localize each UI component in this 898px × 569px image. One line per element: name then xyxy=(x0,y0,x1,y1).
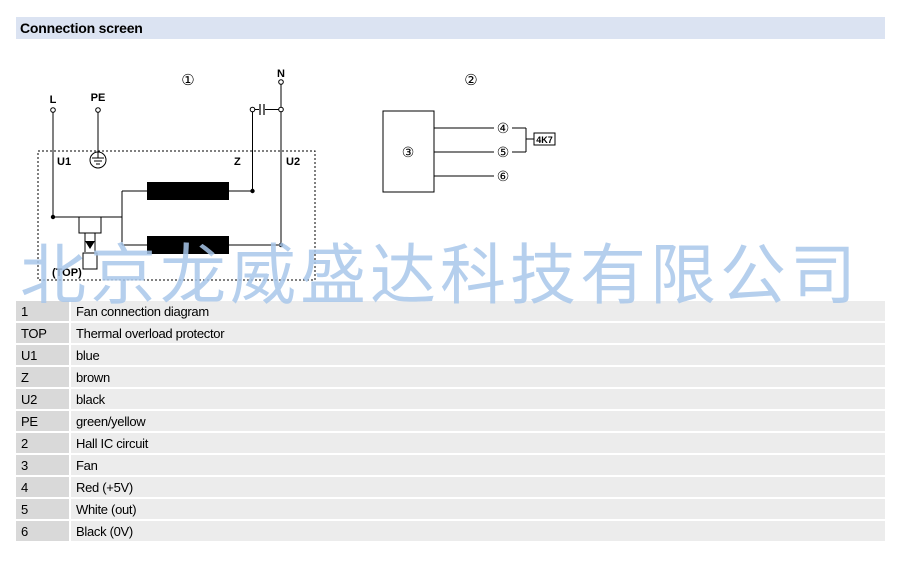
resistor-label: 4K7 xyxy=(536,135,553,145)
terminal-n-node xyxy=(278,106,284,113)
terminal-n xyxy=(278,79,284,85)
label-top: (TOP) xyxy=(52,267,82,279)
legend-value: green/yellow xyxy=(69,411,885,431)
connection-diagram: ① N L PE U1 Z U2 (TOP) ② xyxy=(37,68,556,281)
terminal-pe xyxy=(95,107,101,113)
thermal-protector-housing xyxy=(78,216,102,234)
wire-5-marker: ⑤ xyxy=(497,144,510,160)
legend-key: U2 xyxy=(16,389,69,409)
label-z: Z xyxy=(234,156,241,168)
terminal-l-label: L xyxy=(50,94,57,106)
legend-key: 6 xyxy=(16,521,69,541)
terminal-n-label: N xyxy=(277,68,285,80)
winding-main xyxy=(147,182,229,200)
legend-value: blue xyxy=(69,345,885,365)
legend-value: Thermal overload protector xyxy=(69,323,885,343)
legend-key: 1 xyxy=(16,301,69,321)
legend-key: 5 xyxy=(16,499,69,519)
legend-value: Hall IC circuit xyxy=(69,433,885,453)
fan-box xyxy=(382,110,435,193)
capacitor-terminal xyxy=(249,106,256,113)
section-header: Connection screen xyxy=(16,17,885,39)
motor-enclosure xyxy=(37,150,316,281)
legend-value: black xyxy=(69,389,885,409)
legend-value: Black (0V) xyxy=(69,521,885,541)
diagram-1-marker: ① xyxy=(181,72,194,89)
legend-key: 4 xyxy=(16,477,69,497)
thermal-protector-switch xyxy=(82,252,98,270)
label-u1: U1 xyxy=(57,156,71,168)
legend-key: U1 xyxy=(16,345,69,365)
legend-key: 2 xyxy=(16,433,69,453)
legend-key: Z xyxy=(16,367,69,387)
fan-number: ③ xyxy=(402,144,415,160)
legend-value: brown xyxy=(69,367,885,387)
legend-value: Fan xyxy=(69,455,885,475)
legend-key: TOP xyxy=(16,323,69,343)
legend-key: PE xyxy=(16,411,69,431)
legend-value: Red (+5V) xyxy=(69,477,885,497)
winding-aux xyxy=(147,236,229,254)
terminal-pe-label: PE xyxy=(91,92,106,104)
wire-4-marker: ④ xyxy=(497,120,510,136)
diagram-2-marker: ② xyxy=(464,72,477,89)
wire-6-marker: ⑥ xyxy=(497,168,510,184)
legend-value: White (out) xyxy=(69,499,885,519)
section-title: Connection screen xyxy=(20,20,143,36)
label-u2: U2 xyxy=(286,156,300,168)
legend-value: Fan connection diagram xyxy=(69,301,885,321)
legend-key: 3 xyxy=(16,455,69,475)
terminal-l xyxy=(50,107,56,113)
